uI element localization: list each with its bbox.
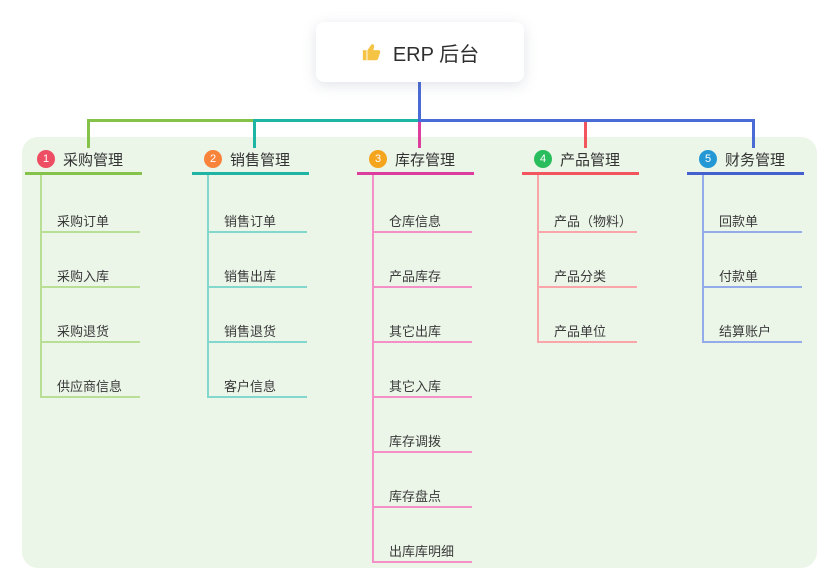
mindmap-item[interactable]: 销售出库	[224, 269, 277, 284]
branch-title: 采购管理	[63, 151, 124, 169]
item-underline	[372, 451, 472, 453]
mindmap-item[interactable]: 其它入库	[389, 379, 442, 394]
mindmap-item[interactable]: 产品（物料）	[554, 214, 633, 229]
mindmap-item[interactable]: 付款单	[719, 269, 759, 284]
connector-drop-inventory	[418, 121, 421, 148]
thumbs-up-icon	[361, 41, 383, 63]
item-underline	[702, 286, 802, 288]
mindmap-item[interactable]: 结算账户	[719, 324, 772, 339]
branch-title: 产品管理	[560, 151, 621, 169]
item-underline	[372, 506, 472, 508]
item-underline	[372, 341, 472, 343]
item-underline	[207, 341, 307, 343]
mindmap-item[interactable]: 产品单位	[554, 324, 607, 339]
branch-node-sales[interactable]: 2 销售管理	[192, 146, 309, 172]
mindmap-item[interactable]: 库存调拨	[389, 434, 442, 449]
branch-spine	[537, 175, 539, 343]
item-underline	[372, 561, 472, 563]
mindmap-item[interactable]: 库存盘点	[389, 489, 442, 504]
badge-1: 1	[37, 150, 55, 168]
item-underline	[537, 341, 637, 343]
item-underline	[537, 231, 637, 233]
item-underline	[40, 396, 140, 398]
branch-underline	[192, 172, 309, 175]
connector-trunk	[418, 81, 421, 121]
root-label: ERP 后台	[392, 43, 480, 66]
connector-horizontal-teal	[253, 119, 420, 122]
branch-node-inventory[interactable]: 3 库存管理	[357, 146, 474, 172]
badge-2: 2	[204, 150, 222, 168]
mindmap-item[interactable]: 出库库明细	[389, 544, 455, 559]
badge-3: 3	[369, 150, 387, 168]
mindmap-item[interactable]: 采购退货	[57, 324, 110, 339]
connector-drop-sales	[253, 119, 256, 148]
branch-node-product[interactable]: 4 产品管理	[522, 146, 639, 172]
item-underline	[372, 396, 472, 398]
branch-node-finance[interactable]: 5 财务管理	[687, 146, 804, 172]
branch-node-purchase[interactable]: 1 采购管理	[25, 146, 142, 172]
connector-drop-finance	[752, 119, 755, 148]
mindmap-item[interactable]: 采购入库	[57, 269, 110, 284]
branch-underline	[25, 172, 142, 175]
item-underline	[207, 286, 307, 288]
item-underline	[207, 396, 307, 398]
mindmap-item[interactable]: 采购订单	[57, 214, 110, 229]
branch-underline	[687, 172, 804, 175]
item-underline	[40, 341, 140, 343]
branch-spine	[372, 175, 374, 563]
branch-underline	[357, 172, 474, 175]
connector-horizontal-blue	[418, 119, 755, 122]
branch-title: 销售管理	[230, 151, 291, 169]
mindmap-item[interactable]: 产品库存	[389, 269, 442, 284]
mindmap-item[interactable]: 其它出库	[389, 324, 442, 339]
connector-horizontal-green	[87, 119, 255, 122]
connector-drop-purchase	[87, 119, 90, 148]
mindmap-item[interactable]: 仓库信息	[389, 214, 442, 229]
mindmap-item[interactable]: 回款单	[719, 214, 759, 229]
mindmap-item[interactable]: 客户信息	[224, 379, 277, 394]
mindmap-item[interactable]: 销售订单	[224, 214, 277, 229]
item-underline	[40, 286, 140, 288]
connector-drop-product	[584, 119, 587, 148]
branch-underline	[522, 172, 639, 175]
mindmap-item[interactable]: 供应商信息	[57, 379, 123, 394]
item-underline	[702, 341, 802, 343]
item-underline	[207, 231, 307, 233]
mindmap-item[interactable]: 产品分类	[554, 269, 607, 284]
branch-title: 财务管理	[725, 151, 786, 169]
item-underline	[40, 231, 140, 233]
branch-spine	[702, 175, 704, 343]
item-underline	[372, 286, 472, 288]
badge-4: 4	[534, 150, 552, 168]
badge-5: 5	[699, 150, 717, 168]
branch-title: 库存管理	[395, 151, 456, 169]
item-underline	[537, 286, 637, 288]
item-underline	[702, 231, 802, 233]
item-underline	[372, 231, 472, 233]
root-node[interactable]: ERP 后台	[316, 22, 524, 82]
mindmap-item[interactable]: 销售退货	[224, 324, 277, 339]
mindmap-panel	[22, 137, 817, 568]
